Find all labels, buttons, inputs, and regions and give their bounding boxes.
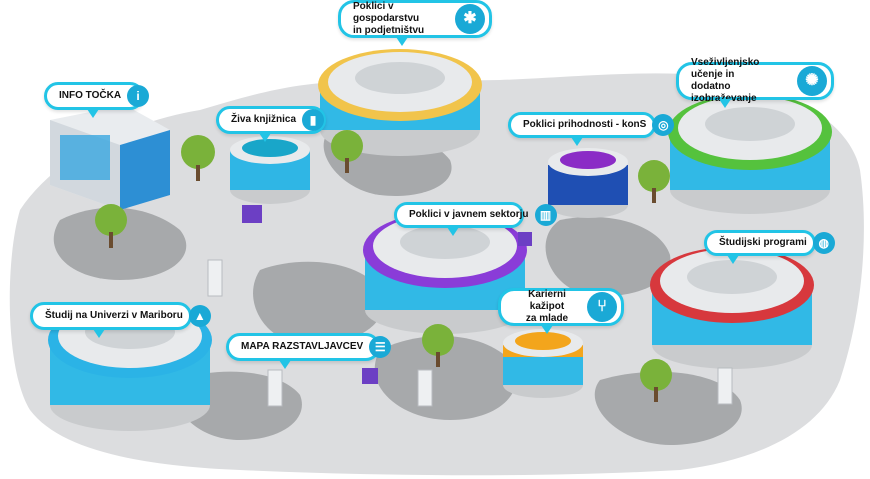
- booth-label-lifelong[interactable]: Vseživljenjsko učenje in dodatno izobraž…: [676, 57, 834, 108]
- ground-dark-1: [53, 207, 187, 280]
- ground-dark-7: [594, 371, 742, 445]
- booth-label-future-text: Poklici prihodnosti - konS: [523, 119, 647, 130]
- list-icon: ☰: [369, 336, 392, 358]
- booth-label-library-text: Živa knjižnica: [231, 114, 297, 125]
- library-pavilion: [230, 136, 310, 204]
- booth-label-future[interactable]: Poklici prihodnosti - konS ◎: [508, 112, 675, 146]
- booth-label-business-text: Poklici v gospodarstvu in podjetništvu: [353, 1, 425, 36]
- kiosks: [207, 205, 733, 407]
- books-icon: ▥: [534, 204, 557, 226]
- booth-label-university-text: Študij na Univerzi v Mariboru: [45, 310, 183, 321]
- ground-dark-2: [253, 261, 384, 345]
- ground-dark-4: [545, 216, 671, 296]
- vr-headset-icon: ◎: [652, 114, 675, 136]
- booth-label-university[interactable]: Študij na Univerzi v Mariboru ▲: [30, 302, 211, 338]
- booth-label-public-text: Poklici v javnem sektorju: [409, 209, 529, 220]
- booth-label-career[interactable]: Karierni kažipot za mlade ⑂: [498, 288, 624, 334]
- booth-label-library[interactable]: Živa knjižnica ▮: [216, 106, 326, 142]
- graduation-cap-icon: ▲: [188, 305, 211, 327]
- network-icon: ✱: [455, 4, 485, 34]
- trees: [95, 130, 672, 402]
- info-building: [50, 105, 170, 210]
- booth-label-lifelong-text: Vseživljenjsko učenje in dodatno izobraž…: [691, 57, 760, 104]
- brain-icon: ✺: [797, 66, 827, 96]
- signpost-icon: ⑂: [587, 292, 617, 322]
- booth-label-programs[interactable]: Študijski programi ◍: [704, 230, 835, 264]
- career-pavilion: [503, 329, 583, 398]
- lifelong-stadium: [668, 94, 832, 214]
- booth-label-public[interactable]: Poklici v javnem sektorju ▥: [394, 202, 557, 236]
- booth-label-career-text: Karierni kažipot za mlade: [525, 289, 569, 324]
- booth-label-map-text: MAPA RAZSTAVLJAVCEV: [241, 341, 364, 352]
- booth-label-programs-text: Študijski programi: [719, 237, 807, 248]
- ground-dark-3: [374, 336, 517, 420]
- booth-label-info[interactable]: INFO TOČKA i: [44, 82, 150, 118]
- programs-stadium: [650, 247, 814, 369]
- future-pavilion: [548, 148, 628, 218]
- info-icon: i: [127, 85, 150, 107]
- booth-label-business[interactable]: Poklici v gospodarstvu in podjetništvu ✱: [338, 0, 492, 46]
- booth-label-map[interactable]: MAPA RAZSTAVLJAVCEV ☰: [226, 333, 392, 369]
- book-icon: ▮: [302, 109, 325, 131]
- globe-icon: ◍: [812, 232, 835, 254]
- booth-label-info-text: INFO TOČKA: [59, 90, 122, 101]
